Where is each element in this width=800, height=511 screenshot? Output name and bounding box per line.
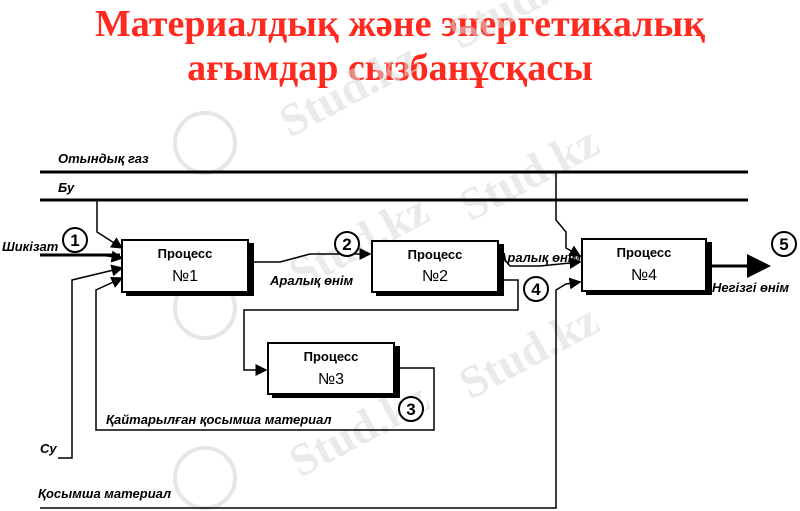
svg-text:5: 5 bbox=[779, 235, 788, 254]
watermark-logo-3 bbox=[173, 446, 237, 510]
returned-material-line bbox=[95, 276, 435, 431]
water-line bbox=[58, 264, 124, 459]
watermark-2: Stud.kz bbox=[441, 0, 597, 59]
process-1-label: Процесс bbox=[158, 246, 213, 261]
steam-label: Бу bbox=[58, 180, 75, 195]
intermediate2-label: Аралық өнім bbox=[497, 250, 582, 265]
process-3-label: Процесс bbox=[304, 349, 359, 364]
watermark-5: Stud.kz bbox=[451, 294, 607, 409]
returned-label: Қайтарылған қосымша материал bbox=[106, 412, 332, 427]
marker-5: 5 bbox=[771, 231, 797, 257]
gas-to-process4 bbox=[555, 172, 582, 257]
process-1-number: №1 bbox=[172, 268, 198, 285]
marker-4: 4 bbox=[523, 276, 549, 302]
p2-to-p3-line bbox=[243, 279, 519, 376]
process-box-1: Процесс №1 bbox=[121, 239, 254, 296]
page-title-line2: ағымдар сызбанұсқасы bbox=[187, 47, 593, 89]
additional-label: Қосымша материал bbox=[38, 486, 171, 501]
main-product-label: Негізгі өнім bbox=[712, 280, 789, 295]
process-4-label: Процесс bbox=[617, 245, 672, 260]
p2-to-p4-line bbox=[499, 253, 582, 270]
marker-1: 1 bbox=[62, 227, 88, 253]
raw-label: Шикізат bbox=[2, 239, 59, 254]
process-2-number: №2 bbox=[422, 268, 448, 285]
marker-2: 2 bbox=[334, 231, 360, 257]
process-box-3: Процесс №3 bbox=[267, 342, 400, 398]
svg-text:3: 3 bbox=[406, 400, 415, 419]
additional-material-line bbox=[40, 277, 582, 509]
watermark-1: Stud.kz bbox=[271, 32, 427, 147]
intermediate1-label: Аралық өнім bbox=[269, 273, 354, 288]
page-title-line1: Материалдық және энергетикалық bbox=[94, 3, 706, 45]
watermark-logo-1 bbox=[173, 111, 237, 175]
marker-3: 3 bbox=[398, 396, 424, 422]
process-box-4: Процесс №4 bbox=[581, 238, 712, 295]
svg-text:1: 1 bbox=[70, 231, 79, 250]
svg-text:2: 2 bbox=[342, 235, 351, 254]
steam-to-process1 bbox=[96, 200, 124, 249]
process-3-number: №3 bbox=[318, 371, 344, 388]
water-label: Су bbox=[40, 441, 57, 456]
hot-gas-label: Отындық газ bbox=[58, 151, 149, 166]
process-4-number: №4 bbox=[631, 267, 657, 284]
process-box-2: Процесс №2 bbox=[371, 240, 504, 296]
svg-text:4: 4 bbox=[531, 280, 541, 299]
process-2-label: Процесс bbox=[408, 247, 463, 262]
